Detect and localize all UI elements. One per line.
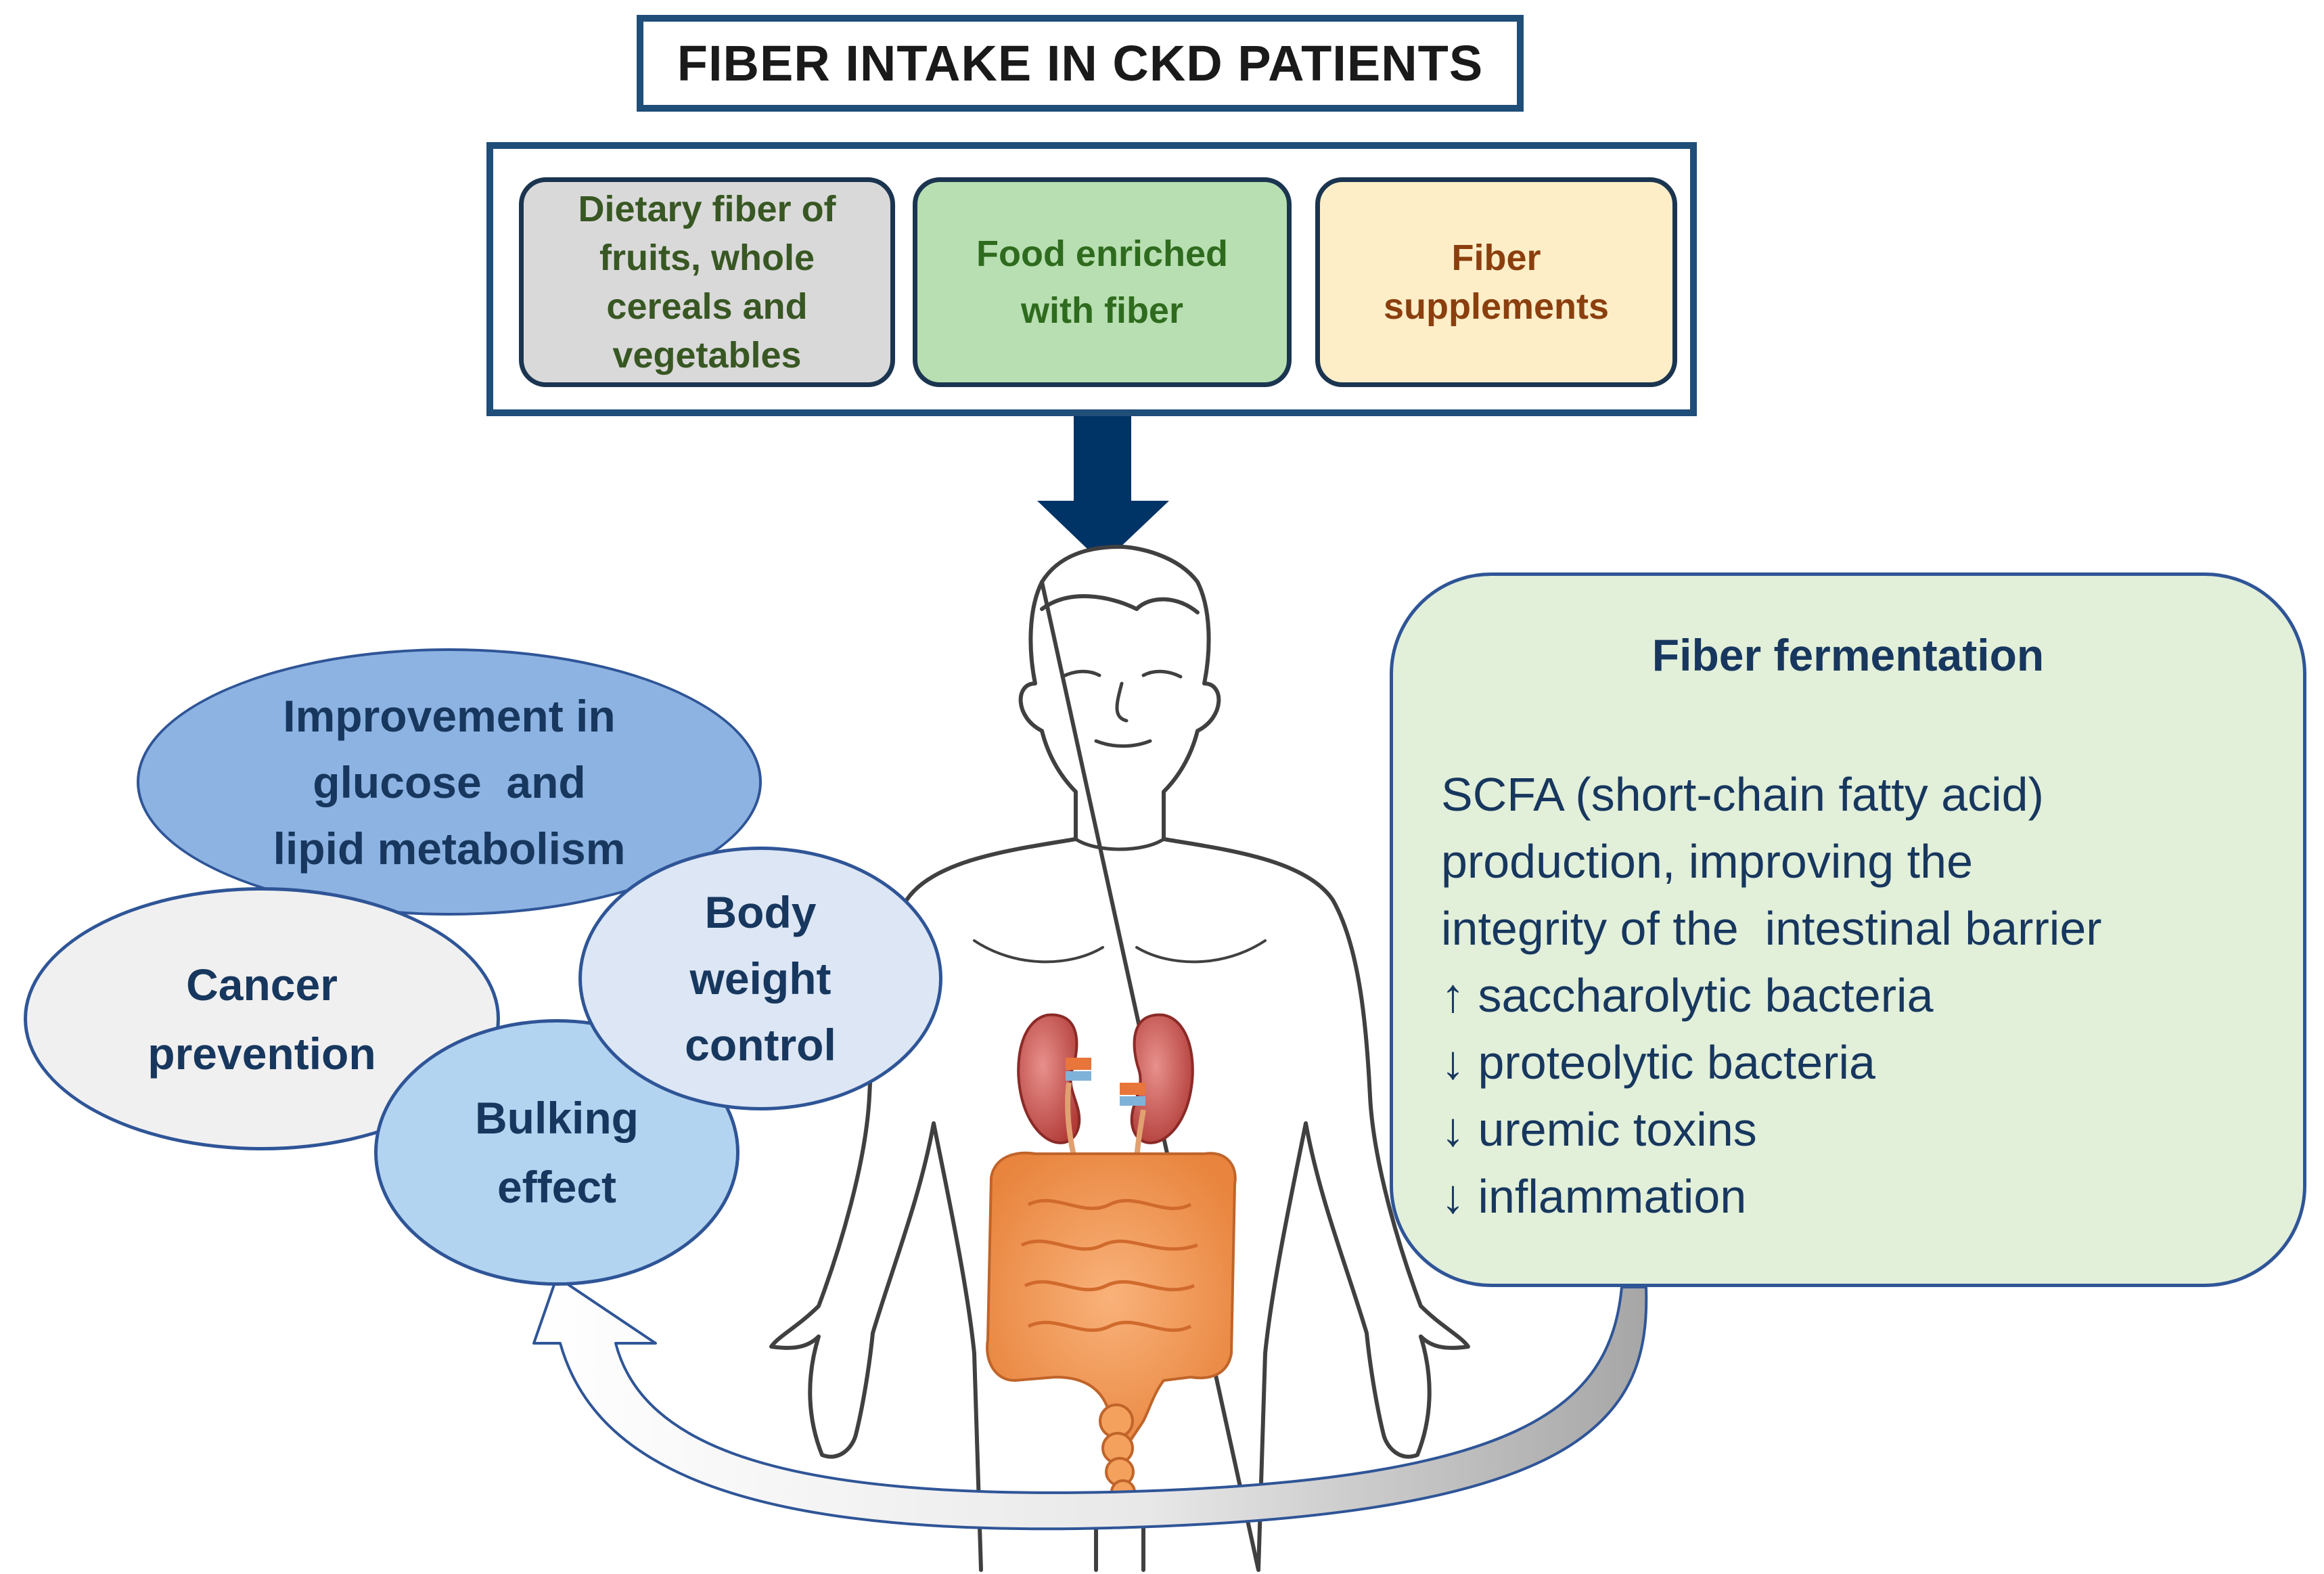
benefit-line: Bulking [475,1093,639,1143]
fermentation-line: ↓ uremic toxins [1441,1103,1757,1156]
source-line: with fiber [1020,290,1183,331]
fermentation-line: ↓ proteolytic bacteria [1441,1036,1875,1089]
source-dietary-fiber: Dietary fiber of fruits, whole cereals a… [519,177,895,387]
fiber-sources-frame [486,142,1697,416]
benefit-line: Body [704,887,817,937]
source-line: Food enriched [976,233,1228,274]
fermentation-line: integrity of the intestinal barrier [1441,902,2102,955]
source-fiber-supplements: Fiber supplements [1315,177,1677,387]
benefit-line: Improvement in [283,690,616,741]
source-line: supplements [1383,286,1610,327]
benefit-line: prevention [147,1028,376,1079]
fermentation-details: SCFA (short-chain fatty acid) production… [1441,761,2300,1230]
benefit-line: weight [689,953,831,1004]
source-line: Fiber [1451,238,1541,278]
curved-return-arrow [532,1276,1648,1531]
kidneys-illustration [1017,1013,1194,1165]
title-box: FIBER INTAKE IN CKD PATIENTS [637,15,1524,112]
source-line: vegetables [612,335,802,376]
fermentation-line: ↑ saccharolytic bacteria [1441,969,1934,1022]
fermentation-line: SCFA (short-chain fatty acid) [1441,768,2044,821]
fermentation-line: production, improving the [1441,835,1973,888]
diagram-title: FIBER INTAKE IN CKD PATIENTS [677,35,1484,91]
benefit-line: Cancer [186,959,338,1010]
fermentation-line: ↓ inflammation [1441,1170,1747,1223]
benefit-line: glucose and [313,757,586,807]
benefit-line: effect [497,1162,617,1212]
source-line: Dietary fiber of [578,189,836,229]
benefit-line: control [685,1020,836,1070]
human-body-figure [769,545,1470,1572]
source-line: fruits, whole [599,238,815,278]
source-line: cereals and [606,286,808,327]
down-arrow [1037,416,1169,564]
benefit-body-weight: Body weight control [578,847,942,1110]
intestines-illustration [986,1151,1237,1505]
fermentation-title: Fiber fermentation [1651,630,2045,680]
benefit-line: lipid metabolism [273,823,626,874]
fermentation-panel [1390,572,2306,1287]
source-enriched-food: Food enriched with fiber [913,177,1292,387]
